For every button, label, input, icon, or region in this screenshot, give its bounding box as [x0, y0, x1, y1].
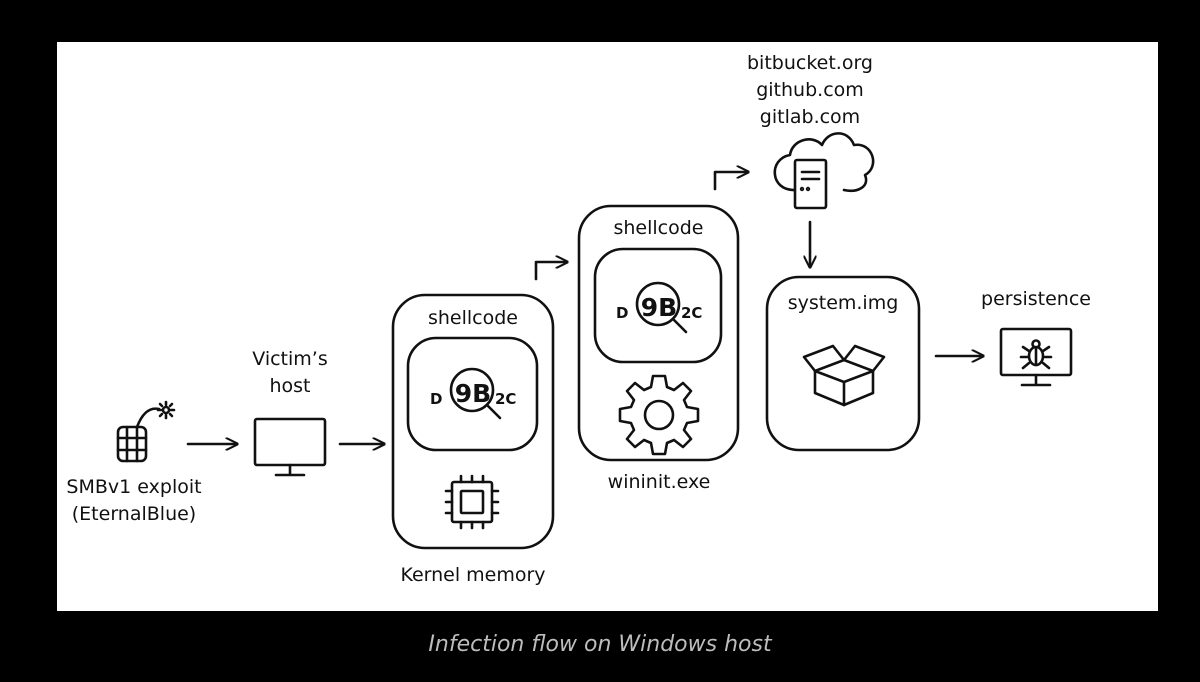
wininit-label: wininit.exe [607, 471, 711, 493]
magnifier-icon [449, 367, 502, 420]
arrow-wininit-to-cloud [713, 172, 750, 191]
persistence-label: persistence [981, 288, 1091, 310]
arrow-kernel-to-wininit [534, 262, 569, 281]
svg-text:9B: 9B [641, 293, 677, 322]
payload-glyph-kernel: D 9B 2C [430, 379, 516, 408]
figure-caption: Infection flow on Windows host [428, 632, 772, 657]
cloud-server-icon [773, 132, 875, 210]
repo-host-item: bitbucket.org [746, 52, 873, 74]
bug-monitor-icon [999, 327, 1073, 387]
bomb-icon [116, 400, 176, 463]
wininit-box [577, 204, 740, 462]
diagram-graphics: D 9B 2C D 9B 2C [116, 132, 1073, 550]
gear-icon [618, 374, 700, 456]
cpu-chip-icon [444, 474, 500, 530]
kernel-box-title: shellcode [427, 307, 518, 329]
svg-text:9B: 9B [455, 379, 491, 408]
kernel-payload-box [406, 336, 539, 452]
system-img-title: system.img [787, 292, 899, 314]
payload-glyph-wininit: D 9B 2C [616, 293, 702, 322]
open-box-icon [802, 344, 886, 407]
exploit-label: SMBv1 exploit (EternalBlue) [66, 476, 202, 525]
svg-text:2C: 2C [681, 304, 702, 322]
magnifier-icon [635, 281, 688, 334]
svg-text:D: D [616, 304, 628, 322]
system-img-box [765, 275, 921, 452]
repo-hosts-list: bitbucket.org github.com gitlab.com [727, 50, 893, 131]
repo-host-item: gitlab.com [759, 106, 861, 128]
kernel-memory-box [391, 293, 555, 550]
wininit-box-title: shellcode [613, 217, 704, 239]
monitor-icon [253, 417, 327, 477]
kernel-memory-label: Kernel memory [400, 564, 546, 586]
diagram-canvas: D 9B 2C D 9B 2C SMBv1 exploit (EternalBl… [57, 42, 1158, 611]
victim-host-label: Victim’s host [252, 348, 328, 397]
svg-text:D: D [430, 390, 442, 408]
wininit-payload-box [593, 247, 723, 364]
svg-text:2C: 2C [495, 390, 516, 408]
repo-host-item: github.com [756, 79, 864, 101]
